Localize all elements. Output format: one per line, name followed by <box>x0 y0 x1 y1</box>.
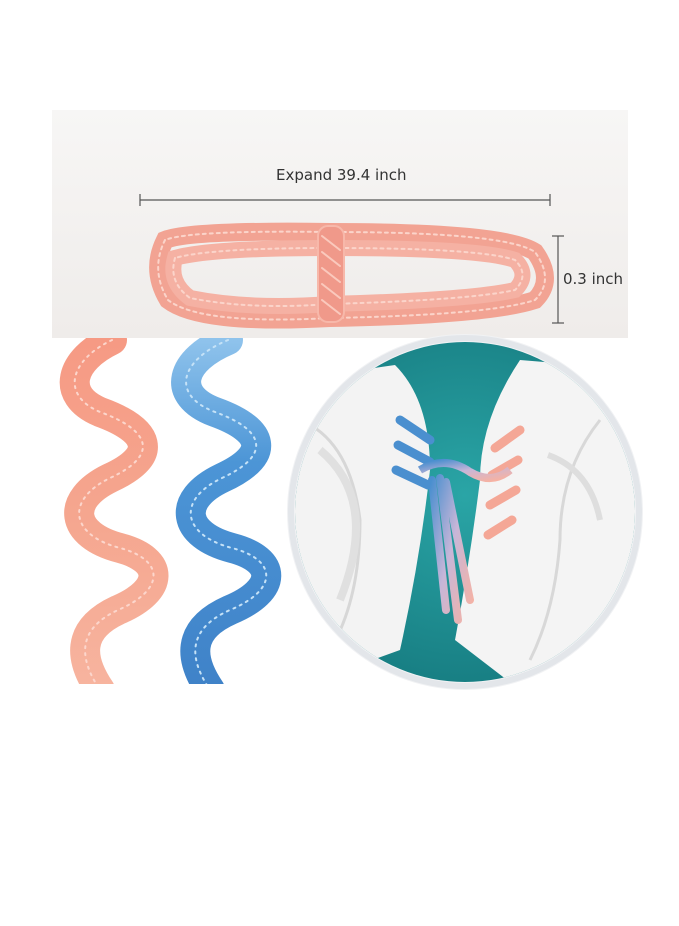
coiled-pink-lace <box>149 222 554 329</box>
tied-bow-lace <box>428 474 474 624</box>
length-measurement-label: Expand 39.4 inch <box>276 166 407 184</box>
sneaker-inset <box>287 334 643 690</box>
length-dimension-line <box>139 194 551 206</box>
width-dimension-line <box>552 235 564 324</box>
pink-spiral-lace <box>59 338 169 684</box>
spiral-laces <box>59 338 282 684</box>
width-measurement-label: 0.3 inch <box>563 270 624 288</box>
